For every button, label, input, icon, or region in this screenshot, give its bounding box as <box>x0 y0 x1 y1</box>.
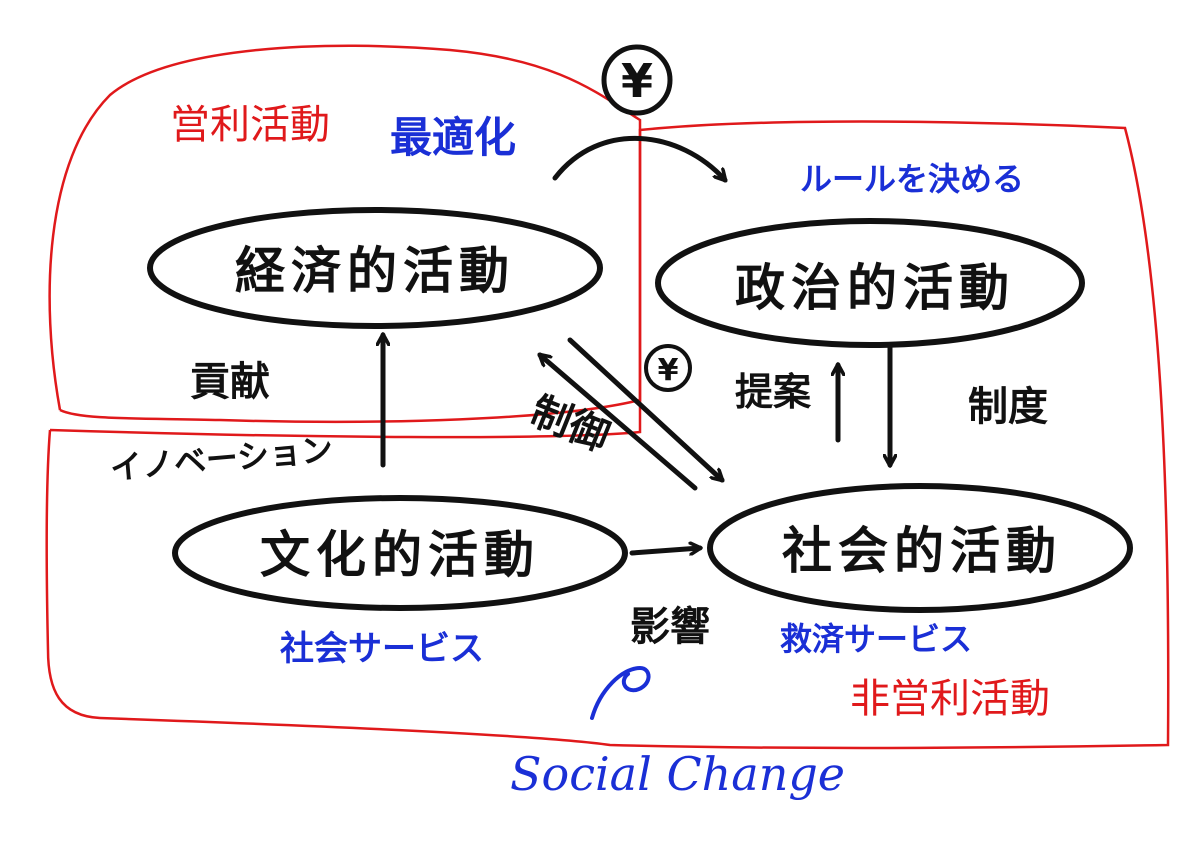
economic-activity-label: 経済的活動 <box>235 242 515 300</box>
arrow-economic-to-social <box>567 337 725 483</box>
arrow-cultural-to-social <box>629 548 700 553</box>
economic-activity-ellipse <box>147 207 603 329</box>
for-profit-region-outline <box>48 44 642 424</box>
yen-small-circle <box>644 344 692 392</box>
social-change-curl <box>590 665 651 720</box>
non-profit-region-outline <box>45 120 1170 750</box>
maximize-label: 最適化 <box>390 113 516 162</box>
non-profit-label: 非営利活動 <box>850 676 1050 722</box>
system-label: 制度 <box>968 384 1048 430</box>
cultural-activity-ellipse <box>172 495 628 611</box>
relief-service-label: 救済サービス <box>780 620 972 658</box>
proposal-label: 提案 <box>735 370 812 414</box>
social-service-label: 社会サービス <box>280 629 484 669</box>
social-activity-ellipse <box>707 483 1133 613</box>
yen-big-circle <box>601 44 673 116</box>
cultural-activity-label: 文化的活動 <box>260 526 540 584</box>
control-label: 制御 <box>524 388 615 461</box>
for-profit-label: 営利活動 <box>170 102 330 148</box>
political-activity-label: 政治的活動 <box>735 259 1015 317</box>
contribution-label: 貢献 <box>190 359 270 405</box>
rules-label: ルールを決める <box>800 160 1024 198</box>
yen-small-icon: ¥ <box>658 353 679 388</box>
political-activity-ellipse <box>655 218 1085 348</box>
influence-label-top: 影響 <box>630 604 710 650</box>
yen-big-icon: ¥ <box>621 54 653 108</box>
arrow-social-to-economic <box>540 352 698 491</box>
arrow-economic-to-political <box>552 135 728 183</box>
social-activity-label: 社会的活動 <box>782 522 1062 580</box>
innovation-label: イノベーション <box>109 430 335 487</box>
social-change-label: Social Change <box>510 747 845 801</box>
